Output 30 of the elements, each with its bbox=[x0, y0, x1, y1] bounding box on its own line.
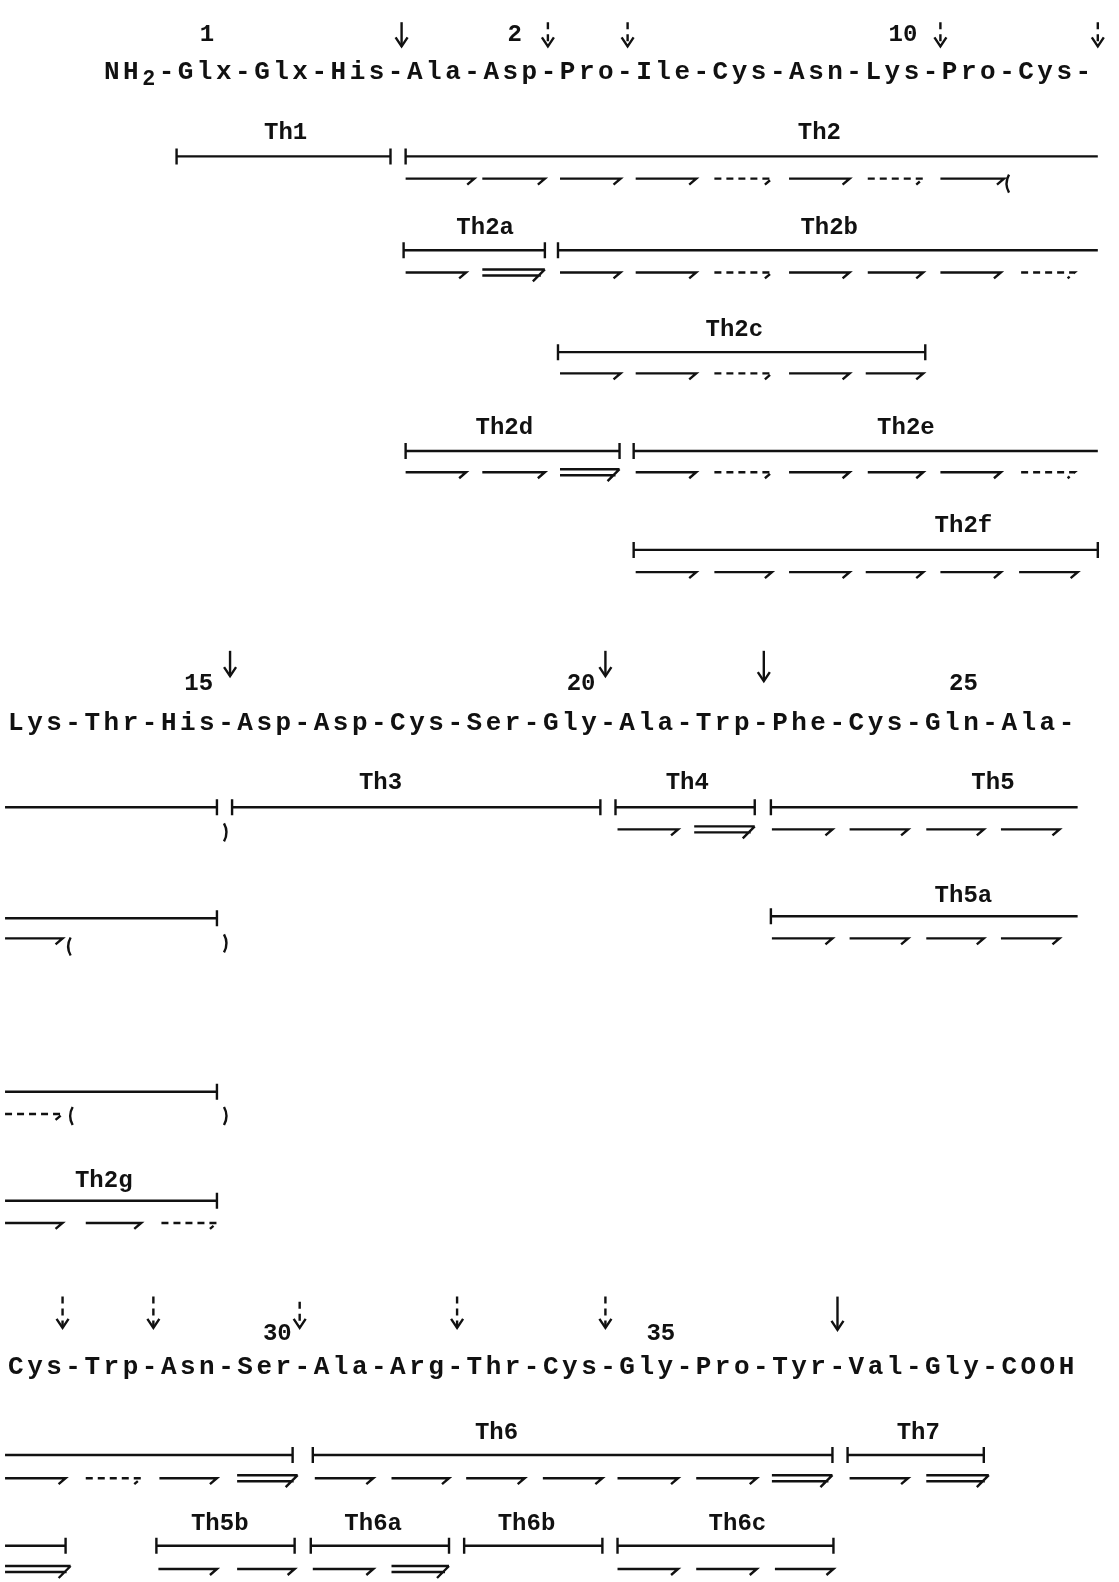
fragment-name: Th2b bbox=[800, 215, 858, 242]
fragment-name: Th2a bbox=[456, 215, 514, 242]
fragment-name: Th2 bbox=[797, 120, 842, 147]
fragment-name: Th2d bbox=[475, 414, 534, 441]
fragment-name: Th6b bbox=[497, 1510, 556, 1537]
fragment-name: Th6c bbox=[708, 1510, 767, 1537]
fragment-name: Th4 bbox=[665, 770, 709, 796]
residue-number: 2 bbox=[507, 22, 522, 49]
residue-number: 35 bbox=[646, 1320, 676, 1347]
amino-acid-sequence: Cys-Trp-Asn-Ser-Ala-Arg-Thr-Cys-Gly-Pro-Tyr-Val-Gly-COOH bbox=[8, 1354, 1078, 1381]
residue-number: 10 bbox=[888, 22, 918, 49]
fragment-name: Th2c bbox=[705, 316, 764, 343]
amino-acid-sequence: NH$_{2}$-Glx-Glx-His-Ala-Asp-Pro-Ile-Cys-Asn-Lys-Pro-Cys- bbox=[103, 58, 1095, 93]
residue-number: 15 bbox=[184, 671, 214, 698]
residue-number: 25 bbox=[949, 671, 978, 698]
fragment-name: Th2e bbox=[877, 414, 935, 441]
fragment-name: Th6a bbox=[344, 1510, 402, 1537]
residue-number: 1 bbox=[199, 22, 215, 49]
fragment-name: Th5 bbox=[971, 770, 1015, 796]
fragment-name: Th1 bbox=[264, 120, 308, 147]
residue-number: 20 bbox=[566, 671, 596, 698]
fragment-name: Th5b bbox=[190, 1510, 249, 1537]
fragment-name: Th5a bbox=[934, 883, 993, 909]
residue-number: 30 bbox=[262, 1320, 292, 1347]
fragment-name: Th6 bbox=[474, 1419, 519, 1446]
fragment-name: Th7 bbox=[896, 1419, 940, 1446]
fragment-name: Th2g bbox=[74, 1167, 133, 1194]
amino-acid-sequence: Lys-Thr-His-Asp-Asp-Cys-Ser-Gly-Ala-Trp-Phe-Cys-Gln-Ala- bbox=[8, 710, 1078, 737]
fragment-name: Th3 bbox=[358, 770, 403, 796]
fragment-name: Th2f bbox=[934, 512, 993, 539]
